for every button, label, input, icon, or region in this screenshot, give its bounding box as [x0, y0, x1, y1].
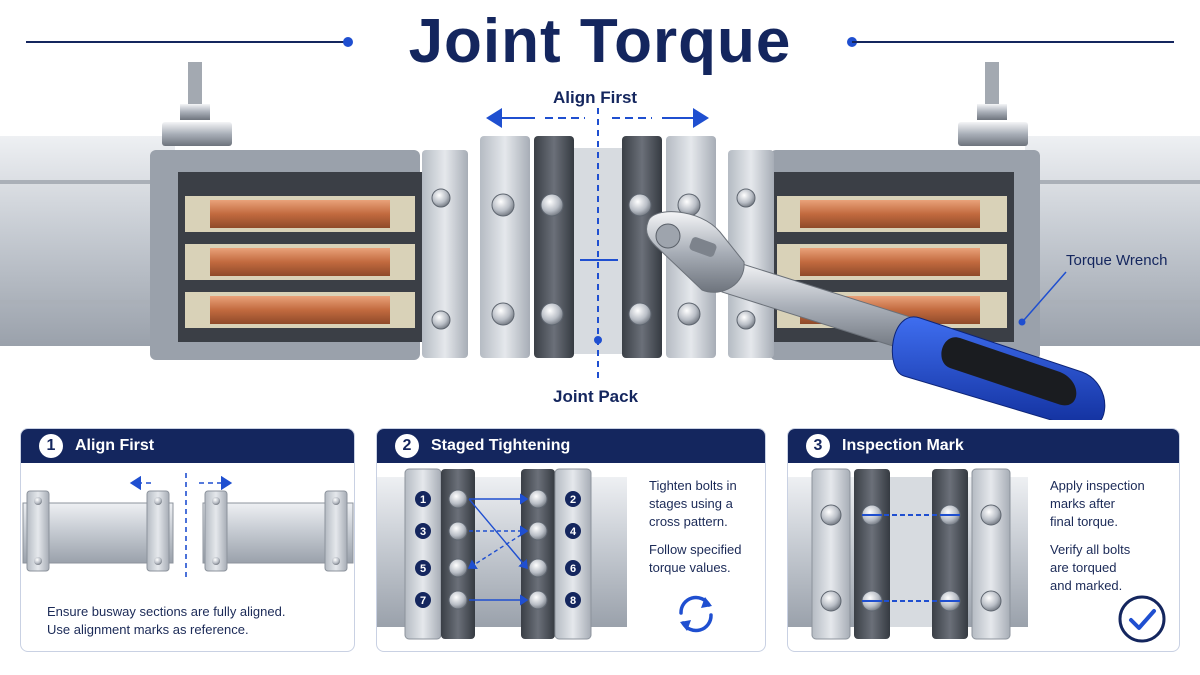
panel-description-secondary: Verify all bolts are torqued and marked. [1050, 541, 1175, 595]
step-number-badge: 3 [806, 434, 830, 458]
panel-title: Staged Tightening [431, 437, 571, 454]
busway-joint-illustration [0, 62, 1200, 420]
desc-line: Ensure busway sections are fully aligned… [47, 604, 286, 619]
bolt-number-3: 3 [420, 526, 426, 538]
title-rule-left [26, 41, 348, 43]
torque-wrench-leader [1018, 271, 1067, 326]
left-copper-bars [185, 196, 415, 328]
inspection-mark-illustration [788, 468, 1028, 640]
page-title: Joint Torque [408, 7, 792, 76]
title-rule-left-dot [343, 37, 353, 47]
step-panel-inspection-mark: 3 Inspection Mark [787, 428, 1180, 652]
panel-title: Align First [75, 437, 155, 454]
step-number-badge: 2 [395, 434, 419, 458]
cross-pattern-arrows [467, 493, 529, 606]
joint-pack [422, 136, 774, 358]
check-circle-icon [1118, 595, 1166, 643]
refresh-cycle-icon [679, 595, 713, 633]
panel-title: Inspection Mark [842, 437, 964, 454]
bolt-number-2: 2 [570, 494, 576, 506]
title-rule-right [852, 41, 1174, 43]
desc-line: Follow specified [649, 542, 742, 557]
desc-line: Apply inspection [1050, 478, 1145, 493]
bolt-number-5: 5 [420, 563, 426, 575]
bolt-number-6: 6 [570, 563, 576, 575]
left-busway-section [0, 62, 422, 360]
joint-pack-bolts [431, 188, 756, 330]
panel-description: Tighten bolts in stages using a cross pa… [649, 477, 759, 531]
align-first-label: Align First [553, 88, 638, 107]
align-arrows [486, 108, 709, 378]
bolt-number-8: 8 [570, 595, 576, 607]
joint-pack-label: Joint Pack [553, 387, 639, 406]
panel-description-secondary: Follow specified torque values. [649, 541, 759, 577]
align-mini-arrows [129, 473, 233, 581]
right-section-mini [202, 490, 354, 572]
step-panel-align-first: 1 Align First [20, 428, 355, 652]
align-sections-illustration [22, 473, 354, 581]
panel-header: 3 Inspection Mark [788, 429, 1179, 463]
bolt-heads [448, 489, 548, 610]
step-number-badge: 1 [39, 434, 63, 458]
panel-header: 1 Align First [21, 429, 354, 463]
left-section-mini [22, 490, 174, 572]
panel-header: 2 Staged Tightening [377, 429, 765, 463]
desc-line: Tighten bolts in [649, 478, 737, 493]
cross-pattern-illustration: 1 2 3 4 5 6 7 8 [377, 468, 627, 640]
bolt-number-7: 7 [420, 595, 426, 607]
panel-description: Ensure busway sections are fully aligned… [47, 603, 347, 639]
desc-line: cross pattern. [649, 514, 728, 529]
bolt-number-4: 4 [570, 526, 577, 538]
bolt-sequence-badges: 1 2 3 4 5 6 7 8 [415, 491, 581, 608]
desc-line: and marked. [1050, 578, 1123, 593]
panel-description: Apply inspection marks after final torqu… [1050, 477, 1175, 531]
desc-line: Use alignment marks as reference. [47, 622, 249, 637]
torque-wrench [646, 211, 1106, 420]
bolt-number-1: 1 [420, 494, 426, 506]
desc-line: stages using a [649, 496, 733, 511]
desc-line: are torqued [1050, 560, 1117, 575]
desc-line: torque values. [649, 560, 731, 575]
torque-wrench-label: Torque Wrench [1066, 252, 1168, 269]
step-panel-staged-tightening: 2 Staged Tightening [376, 428, 766, 652]
desc-line: marks after [1050, 496, 1116, 511]
inspection-mark-lines [862, 514, 960, 602]
desc-line: final torque. [1050, 514, 1118, 529]
desc-line: Verify all bolts [1050, 542, 1131, 557]
